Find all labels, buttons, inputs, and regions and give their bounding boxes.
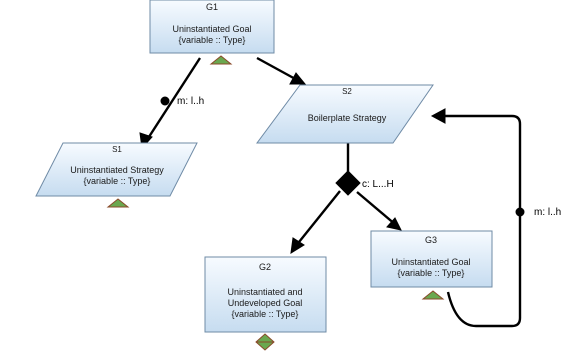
goal-node-g3[interactable]: G3 Uninstantiated Goal {variable :: Type… (370, 230, 493, 288)
uninstantiated-triangle-icon (421, 290, 445, 300)
node-text-line3: {variable :: Type} (232, 309, 299, 319)
arrowhead-icon (430, 108, 446, 124)
strategy-node-s2[interactable]: S2 Boilerplate Strategy (256, 84, 434, 144)
edge-line (442, 114, 522, 328)
node-text-line1: Uninstantiated and (227, 287, 302, 297)
edge-choice-to-g3[interactable] (356, 191, 402, 231)
node-text-line1: Uninstantiated Goal (391, 257, 470, 267)
node-id: G3 (425, 235, 437, 245)
edge-line (294, 190, 341, 248)
edge-line (143, 57, 202, 144)
node-text-line1: Uninstantiated Strategy (70, 165, 164, 175)
goal-box (204, 256, 327, 333)
edge-line (356, 191, 397, 226)
strategy-node-s1[interactable]: S1 Uninstantiated Strategy {variable :: … (35, 142, 198, 197)
edge-g3-to-s2[interactable] (430, 108, 525, 328)
edge-line (256, 56, 300, 83)
arrowhead-icon (289, 72, 307, 85)
node-id: S2 (342, 87, 352, 96)
goal-box (370, 230, 493, 288)
node-text-line2: {variable :: Type} (398, 268, 465, 278)
edges-layer (139, 56, 525, 328)
uninstantiated-triangle-icon (106, 198, 130, 208)
node-id: S1 (112, 145, 122, 154)
arrowhead-icon (386, 217, 402, 231)
node-text-line2: {variable :: Type} (84, 176, 151, 186)
uninstantiated-triangle-icon (209, 55, 233, 65)
strategy-parallelogram (35, 142, 198, 197)
node-id: G2 (259, 262, 271, 272)
multiplicity-dot-icon (160, 96, 170, 106)
edge-label-g1-s1: m: l..h (177, 96, 204, 107)
strategy-parallelogram (256, 84, 434, 144)
node-text-line2: Undeveloped Goal (228, 298, 303, 308)
choice-diamond-icon[interactable] (335, 170, 361, 196)
edge-choice-to-g2[interactable] (290, 190, 341, 254)
node-id: G1 (206, 2, 218, 12)
goal-box (149, 0, 275, 54)
goal-node-g1[interactable]: G1 Uninstantiated Goal {variable :: Type… (149, 0, 275, 54)
edge-label-g3-s2: m: l..h (534, 207, 561, 218)
node-text-line2: {variable :: Type} (179, 35, 246, 45)
edge-label-choice: c: L...H (362, 179, 394, 190)
edge-g1-to-s2[interactable] (256, 56, 307, 85)
goal-node-g2[interactable]: G2 Uninstantiated and Undeveloped Goal {… (204, 256, 327, 333)
node-text-line1: Boilerplate Strategy (308, 113, 387, 123)
node-text-line1: Uninstantiated Goal (172, 24, 251, 34)
arrowhead-icon (290, 237, 305, 254)
multiplicity-dot-icon (515, 207, 525, 217)
